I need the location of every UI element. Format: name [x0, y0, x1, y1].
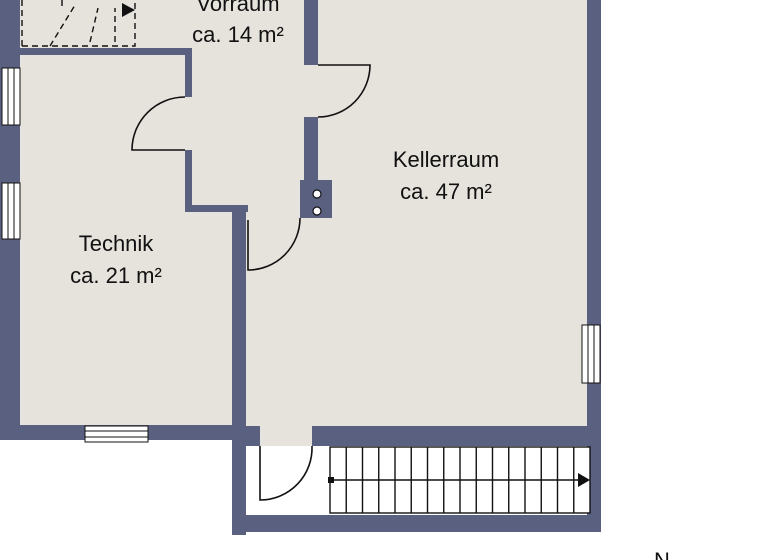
wall-technik-right-mid: [185, 150, 192, 212]
room-area-kellerraum: ca. 47 m²: [400, 179, 492, 204]
room-area-technik: ca. 21 m²: [70, 263, 162, 288]
wall-technik-right-upper: [185, 48, 192, 97]
windows: [1, 67, 601, 443]
door-vorraum-keller: [317, 64, 371, 118]
floors: [20, 0, 590, 446]
door-technik: [131, 96, 186, 151]
compass-north-label: N: [654, 548, 670, 560]
wall-keller-bottom-left: [232, 426, 260, 446]
wall-right: [587, 0, 601, 532]
room-name-technik: Technik: [79, 231, 155, 256]
window-keller-right: [581, 324, 601, 384]
wall-technik-step: [185, 205, 248, 212]
stair-arrow-icon: [122, 3, 135, 17]
stairs-upper-dashed: [21, 0, 136, 47]
wall-technik-right-lower: [232, 205, 246, 535]
wall-vorraum-right-upper: [304, 0, 318, 65]
wall-technik-top: [20, 48, 192, 55]
shaft-circle: [312, 189, 322, 199]
room-name-vorraum: Vorraum: [196, 0, 279, 16]
wall-bottom: [232, 515, 601, 532]
walls: [0, 0, 601, 535]
window-technik-left-lower: [1, 182, 21, 240]
doors: [131, 64, 371, 501]
stair-start-marker: [328, 477, 334, 483]
room-name-kellerraum: Kellerraum: [393, 147, 499, 172]
floor-door-threshold: [246, 426, 312, 446]
wall-keller-bottom-right: [312, 426, 601, 446]
shaft-circle: [312, 206, 322, 216]
door-stair-vestibule: [259, 445, 313, 501]
stair-arrow-icon: [578, 473, 590, 487]
window-technik-left-upper: [1, 67, 21, 126]
door-keller-side: [247, 217, 301, 271]
window-technik-bottom: [84, 425, 149, 443]
room-area-vorraum: ca. 14 m²: [192, 22, 284, 47]
